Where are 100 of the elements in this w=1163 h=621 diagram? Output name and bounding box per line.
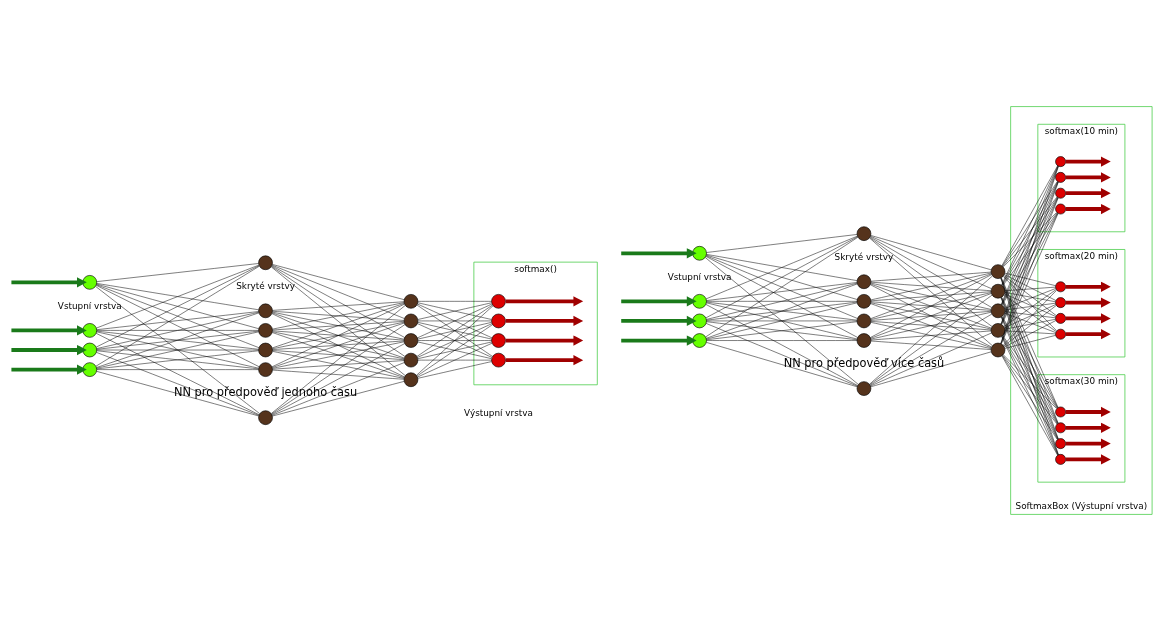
arrow bbox=[11, 364, 87, 375]
connector bbox=[272, 369, 405, 380]
node-circle bbox=[1055, 454, 1066, 465]
connector bbox=[272, 302, 405, 330]
connector bbox=[272, 264, 405, 300]
node-circle bbox=[856, 333, 872, 348]
connector bbox=[96, 311, 259, 349]
node-circle bbox=[82, 275, 98, 290]
connector bbox=[272, 321, 405, 331]
arrow bbox=[505, 296, 584, 307]
connector bbox=[95, 265, 260, 367]
connector bbox=[1002, 212, 1058, 287]
connector bbox=[706, 254, 858, 281]
node-circle bbox=[990, 323, 1006, 338]
connector bbox=[96, 283, 259, 311]
node-circle bbox=[1055, 438, 1066, 449]
connector bbox=[96, 371, 259, 417]
connector bbox=[272, 351, 405, 379]
connector bbox=[870, 340, 992, 350]
connector bbox=[1003, 275, 1057, 316]
connector bbox=[869, 294, 993, 386]
arrow bbox=[1065, 188, 1111, 199]
node-circle bbox=[1055, 328, 1066, 340]
connector bbox=[1004, 288, 1056, 309]
connector bbox=[870, 292, 992, 320]
connector bbox=[417, 340, 492, 341]
connector bbox=[706, 301, 858, 321]
connector bbox=[870, 303, 992, 349]
arrow bbox=[1065, 454, 1111, 465]
connector bbox=[870, 322, 992, 349]
arrow bbox=[1065, 156, 1111, 167]
node-circle bbox=[990, 264, 1006, 279]
connector bbox=[705, 256, 858, 338]
connector bbox=[870, 273, 992, 319]
connector bbox=[1002, 355, 1058, 425]
connector bbox=[96, 283, 259, 329]
connector bbox=[706, 301, 858, 302]
connector bbox=[705, 283, 858, 339]
connector bbox=[271, 266, 406, 376]
connector bbox=[706, 320, 858, 322]
node-circle bbox=[403, 333, 419, 348]
connector bbox=[870, 291, 992, 302]
connector bbox=[870, 311, 992, 321]
arrow bbox=[621, 248, 697, 259]
connector bbox=[706, 340, 858, 341]
connector bbox=[870, 330, 992, 341]
connector bbox=[96, 263, 259, 282]
connector bbox=[271, 362, 405, 416]
connector bbox=[705, 304, 858, 386]
connector bbox=[272, 301, 405, 311]
connector bbox=[870, 293, 992, 339]
arrow bbox=[505, 335, 584, 346]
connector bbox=[869, 275, 993, 385]
node-circle bbox=[692, 333, 707, 348]
node-circle bbox=[491, 313, 506, 329]
connector bbox=[1002, 355, 1058, 440]
connector bbox=[1001, 355, 1058, 456]
connector bbox=[1001, 165, 1058, 266]
connector bbox=[417, 320, 492, 322]
node-circle bbox=[856, 274, 872, 289]
connector bbox=[417, 361, 492, 379]
arrow bbox=[1065, 297, 1111, 308]
node-circle bbox=[1055, 172, 1066, 183]
connector bbox=[271, 265, 405, 338]
connector bbox=[271, 324, 406, 415]
node-circle bbox=[1055, 156, 1066, 167]
connector bbox=[271, 303, 405, 368]
connector bbox=[1002, 181, 1058, 267]
connector bbox=[96, 350, 259, 370]
node-circle bbox=[258, 303, 273, 319]
connector bbox=[705, 237, 859, 338]
connector bbox=[271, 266, 406, 357]
label: Vstupní vrstva bbox=[57, 300, 122, 311]
node-circle bbox=[856, 381, 872, 396]
connector bbox=[416, 305, 494, 376]
node-circle bbox=[1055, 422, 1066, 434]
node-circle bbox=[403, 313, 419, 329]
label: Skryté vrstvy bbox=[834, 252, 894, 263]
connector bbox=[870, 235, 992, 271]
connector bbox=[272, 312, 405, 359]
connector bbox=[1004, 272, 1056, 286]
label: Výstupní vrstva bbox=[464, 408, 533, 419]
connector bbox=[1003, 354, 1057, 409]
node-circle bbox=[990, 342, 1006, 358]
connector bbox=[272, 303, 405, 349]
connector bbox=[416, 324, 493, 377]
connector bbox=[870, 283, 992, 329]
arrow bbox=[11, 325, 87, 336]
connector bbox=[1004, 274, 1057, 301]
node-circle bbox=[692, 246, 707, 261]
connector bbox=[95, 265, 260, 348]
connector bbox=[272, 331, 405, 360]
connector bbox=[870, 312, 992, 340]
connector bbox=[706, 234, 858, 253]
connector bbox=[705, 255, 858, 319]
connector bbox=[271, 305, 406, 414]
connector bbox=[1004, 293, 1057, 317]
connector bbox=[417, 322, 492, 340]
connector bbox=[272, 311, 405, 321]
connector bbox=[272, 311, 405, 340]
